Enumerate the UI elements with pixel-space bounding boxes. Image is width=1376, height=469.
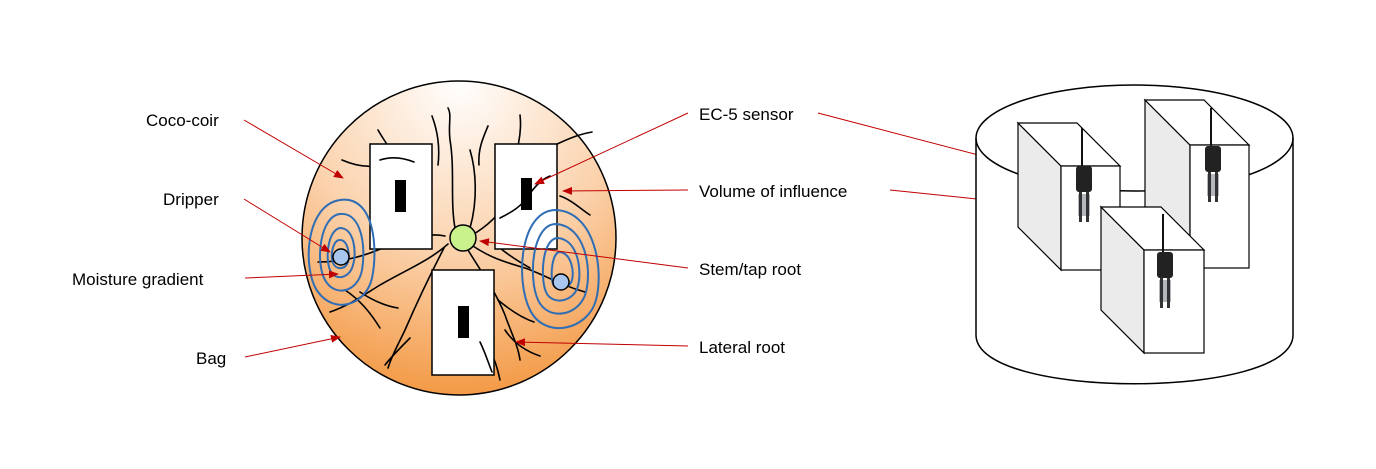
label-ec5-sensor: EC-5 sensor [699, 105, 794, 124]
moisture-gradient-left [307, 198, 376, 306]
label-coco-coir: Coco-coir [146, 111, 219, 130]
sensor-box-bottom [431, 269, 495, 376]
cylinder-top [975, 84, 1294, 192]
sensor-box-left [369, 143, 433, 250]
bag-top-view [301, 80, 617, 396]
stem-tap-root [449, 224, 477, 252]
sensor-box-right [494, 143, 558, 250]
label-bag: Bag [196, 349, 226, 368]
label-moisture-gradient: Moisture gradient [72, 270, 204, 289]
label-stem-tap-root: Stem/tap root [699, 260, 801, 279]
bag-3d-view [975, 84, 1294, 385]
volume-box-front [1099, 205, 1206, 355]
dripper-right [552, 273, 570, 291]
label-lateral-root: Lateral root [699, 338, 785, 357]
label-volume-of-influence: Volume of influence [699, 182, 847, 201]
dripper-left [332, 248, 350, 266]
label-dripper: Dripper [163, 190, 219, 209]
